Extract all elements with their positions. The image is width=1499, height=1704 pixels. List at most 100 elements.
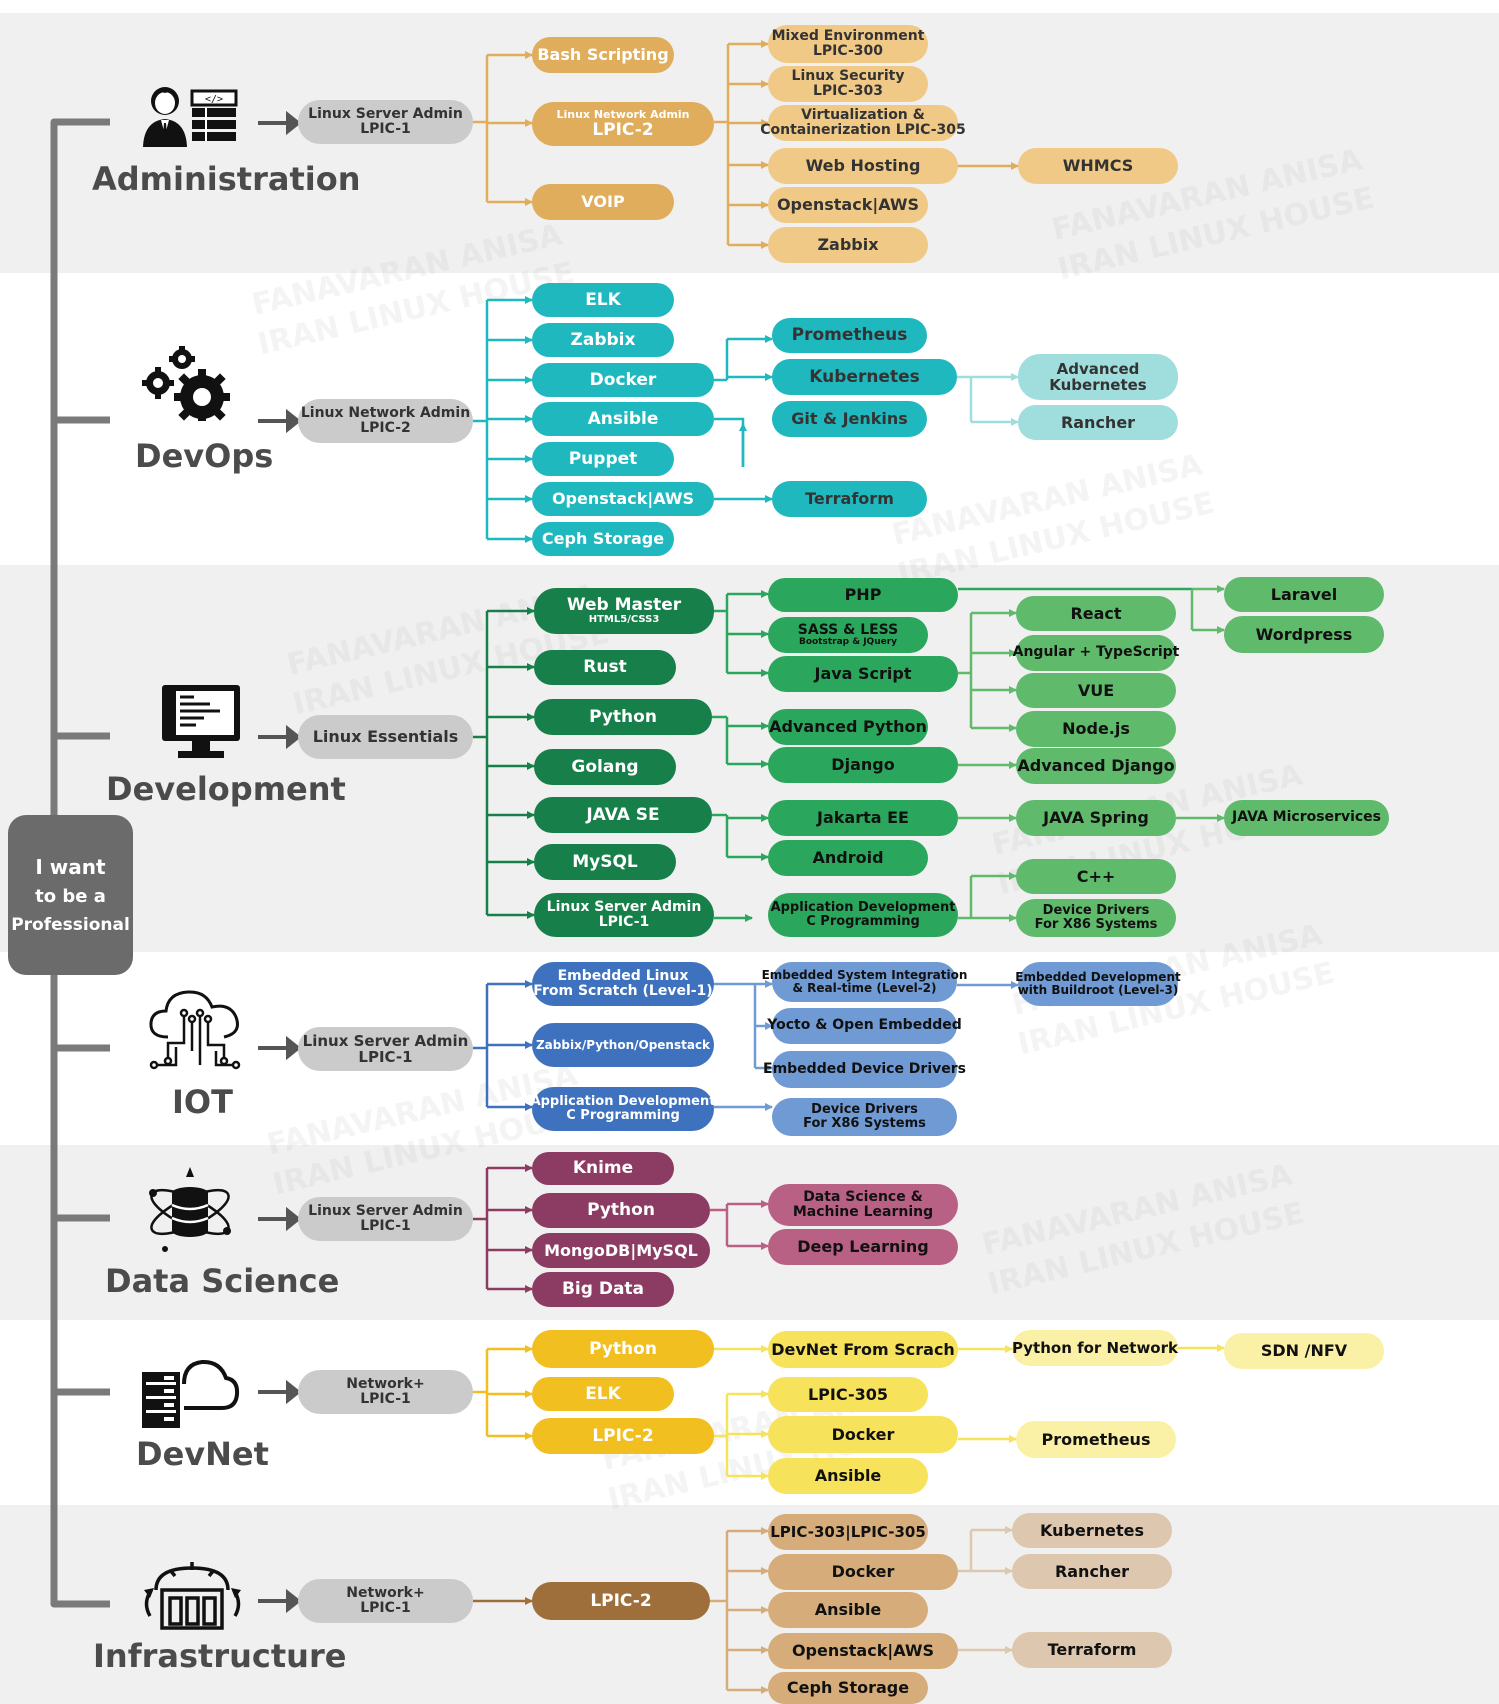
category-title-data-science: Data Science bbox=[105, 1262, 340, 1300]
node-dev-python-label: Python bbox=[589, 706, 657, 727]
node-ds-bigdata: Big Data bbox=[532, 1272, 674, 1307]
root-box: I want to be a Professional bbox=[8, 815, 133, 975]
node-devops-entry-label-2: LPIC-2 bbox=[360, 420, 411, 436]
node-iot-yocto: Yocto & Open Embedded bbox=[767, 1008, 962, 1044]
node-devnet-scratch-label: DevNet From Scrach bbox=[771, 1339, 955, 1359]
category-title-development: Development bbox=[106, 770, 346, 808]
node-dev-angular: Angular + TypeScript bbox=[1013, 635, 1179, 671]
node-dev-advpython-label: Advanced Python bbox=[769, 717, 927, 737]
node-iot-entry-label-1: Linux Server Admin bbox=[302, 1031, 469, 1050]
node-admin-lpic2-label: LPIC-2 bbox=[592, 119, 654, 140]
node-infra-entry-label-1: Network+ bbox=[346, 1584, 425, 1601]
node-admin-voip-label: VOIP bbox=[581, 192, 625, 212]
node-admin-zabbix-label: Zabbix bbox=[817, 235, 879, 255]
node-dev-node: Node.js bbox=[1016, 711, 1176, 747]
root-line-3: Professional bbox=[11, 914, 130, 935]
node-dev-react-label: React bbox=[1070, 603, 1122, 623]
node-iot-embedded-label-1: Embedded Linux bbox=[557, 967, 689, 984]
administrator-icon: </> bbox=[143, 87, 238, 147]
node-infra-rancher-label: Rancher bbox=[1054, 1561, 1130, 1581]
node-devnet-entry-label-1: Network+ bbox=[346, 1375, 425, 1392]
category-title-infrastructure: Infrastructure bbox=[93, 1637, 347, 1675]
node-dev-rust-label: Rust bbox=[583, 657, 627, 678]
node-iot-edd-label: Embedded Device Drivers bbox=[763, 1060, 966, 1077]
node-ds-python: Python bbox=[532, 1193, 710, 1228]
node-devops-terraform-label: Terraform bbox=[805, 489, 894, 509]
node-dev-webmaster-label: Web Master bbox=[566, 595, 682, 616]
node-ds-entry-label-1: Linux Server Admin bbox=[308, 1202, 463, 1219]
node-dev-node-label: Node.js bbox=[1062, 719, 1130, 739]
node-admin-security-label-1: Linux Security bbox=[791, 67, 905, 84]
node-devops-puppet: Puppet bbox=[532, 442, 674, 476]
node-devnet-prometheus: Prometheus bbox=[1016, 1421, 1176, 1458]
category-title-devnet: DevNet bbox=[136, 1435, 269, 1473]
node-infra-kubernetes-label: Kubernetes bbox=[1040, 1520, 1144, 1540]
node-devops-puppet-label: Puppet bbox=[568, 448, 638, 469]
node-dev-laravel-label: Laravel bbox=[1270, 584, 1338, 604]
node-dev-cpp: C++ bbox=[1016, 859, 1176, 894]
node-devnet-ansible: Ansible bbox=[768, 1458, 928, 1494]
category-title-devops: DevOps bbox=[135, 437, 274, 475]
node-infra-entry-label-2: LPIC-1 bbox=[360, 1600, 411, 1616]
node-devnet-python-label: Python bbox=[589, 1338, 657, 1359]
node-iot-drivers-label-1: Device Drivers bbox=[811, 1101, 918, 1117]
root-line-1: I want bbox=[35, 855, 106, 879]
node-devnet-lpic305-label: LPIC-305 bbox=[807, 1384, 889, 1404]
node-devnet-prometheus-label: Prometheus bbox=[1041, 1429, 1151, 1449]
node-devops-ansible: Ansible bbox=[532, 402, 714, 436]
node-infra-ansible-label: Ansible bbox=[814, 1600, 882, 1620]
node-dev-angular-label: Angular + TypeScript bbox=[1012, 644, 1180, 661]
node-dev-wordpress: Wordpress bbox=[1224, 616, 1384, 653]
node-admin-bash-label: Bash Scripting bbox=[537, 45, 669, 65]
node-ds-knime-label: Knime bbox=[572, 1158, 634, 1179]
node-dev-js-label: Java Script bbox=[814, 664, 912, 684]
node-devops-docker-label: Docker bbox=[589, 369, 657, 390]
devnet-cloud-server-icon bbox=[142, 1359, 240, 1428]
node-devops-terraform: Terraform bbox=[772, 481, 927, 517]
node-devnet-lpic2-label: LPIC-2 bbox=[592, 1425, 654, 1446]
node-admin-mixed-label-2: LPIC-300 bbox=[812, 43, 884, 59]
node-dev-entry-label: Linux Essentials bbox=[312, 727, 459, 747]
node-admin-zabbix: Zabbix bbox=[768, 227, 928, 263]
node-infra-ceph: Ceph Storage bbox=[768, 1672, 928, 1704]
node-dev-django-label: Django bbox=[831, 755, 895, 775]
node-ds-dsml-label-1: Data Science & bbox=[803, 1188, 923, 1205]
spine-branch bbox=[54, 416, 110, 1396]
node-admin-security-label-2: LPIC-303 bbox=[812, 83, 884, 99]
node-dev-php-label: PHP bbox=[844, 585, 882, 605]
node-infra-entry: Network+LPIC-1 bbox=[298, 1579, 473, 1623]
code-monitor-icon bbox=[162, 685, 240, 758]
node-dev-jakarta-label: Jakarta EE bbox=[817, 808, 909, 828]
node-dev-golang: Golang bbox=[534, 749, 676, 785]
node-dev-django: Django bbox=[768, 747, 958, 783]
node-devnet-entry-label-2: LPIC-1 bbox=[360, 1391, 411, 1407]
node-iot-yocto-label: Yocto & Open Embedded bbox=[767, 1017, 962, 1034]
node-admin-whmcs-label: WHMCS bbox=[1062, 156, 1134, 176]
node-iot-zpo-label: Zabbix/Python/Openstack bbox=[535, 1037, 711, 1052]
node-dev-android-label: Android bbox=[812, 848, 884, 868]
node-iot-esi: Embedded System Integration& Real-time (… bbox=[762, 962, 967, 1002]
node-dev-rust: Rust bbox=[534, 650, 676, 685]
node-admin-bash: Bash Scripting bbox=[532, 37, 674, 73]
node-ds-deep: Deep Learning bbox=[768, 1229, 958, 1265]
band-infrastructure bbox=[0, 1505, 1499, 1704]
node-devops-prometheus: Prometheus bbox=[772, 318, 927, 353]
band-administration bbox=[0, 13, 1499, 273]
data-science-atom-icon bbox=[149, 1167, 231, 1252]
node-iot-appdev-label-2: C Programming bbox=[566, 1108, 680, 1123]
node-ds-knime: Knime bbox=[532, 1152, 674, 1185]
node-dev-react: React bbox=[1016, 596, 1176, 631]
root-line-2: to be a bbox=[35, 886, 106, 907]
node-iot-drivers-label-2: For X86 Systems bbox=[803, 1116, 926, 1131]
node-devnet-docker: Docker bbox=[768, 1416, 958, 1453]
node-infra-openstack-label: Openstack|AWS bbox=[791, 1641, 935, 1661]
node-devnet-pynet: Python for Network bbox=[1012, 1330, 1178, 1366]
node-devops-git: Git & Jenkins bbox=[772, 401, 927, 437]
node-admin-voip: VOIP bbox=[532, 184, 674, 220]
